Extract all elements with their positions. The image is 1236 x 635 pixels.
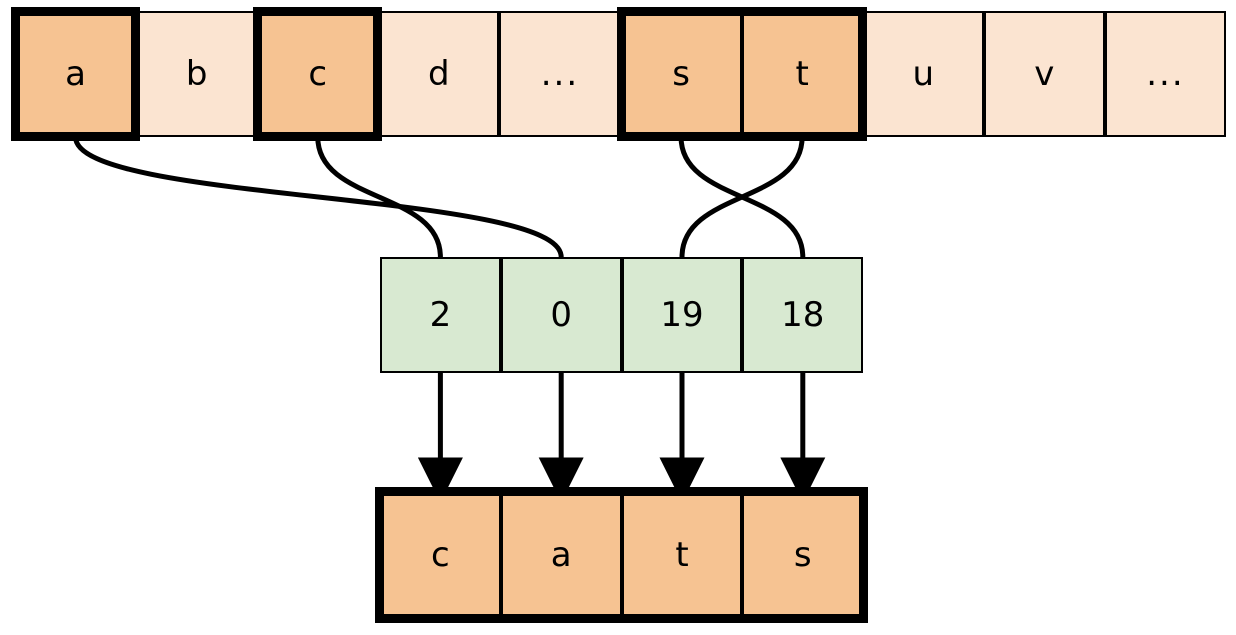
vocab-cell-2[interactable]: c [257,11,379,137]
vocab-cell-8[interactable]: v [983,11,1105,137]
curve-a-to-index-1 [73,134,564,260]
vocab-cell-9[interactable]: ... [1104,11,1226,137]
output-cell-2[interactable]: t [621,492,743,618]
index-cell-0[interactable]: 2 [380,257,501,373]
output-cell-0[interactable]: c [380,492,501,618]
vocab-cell-6[interactable]: t [741,11,863,137]
vocab-cell-5[interactable]: s [620,11,742,137]
vocab-cell-7[interactable]: u [862,11,984,137]
vocab-cell-0[interactable]: a [15,11,137,137]
output-cell-1[interactable]: a [500,492,622,618]
vocab-cell-1[interactable]: b [136,11,258,137]
curve-group [73,134,806,260]
curve-c-to-index-0 [315,134,443,260]
vocab-cell-4[interactable]: ... [499,11,621,137]
output-cell-3[interactable]: s [742,492,864,618]
curve-s-to-index-3 [678,134,806,260]
index-cell-3[interactable]: 18 [742,257,864,373]
index-cell-2[interactable]: 19 [621,257,743,373]
curve-t-to-index-2 [679,134,805,260]
arrow-group [417,373,826,503]
vocab-cell-3[interactable]: d [378,11,500,137]
index-cell-1[interactable]: 0 [500,257,622,373]
